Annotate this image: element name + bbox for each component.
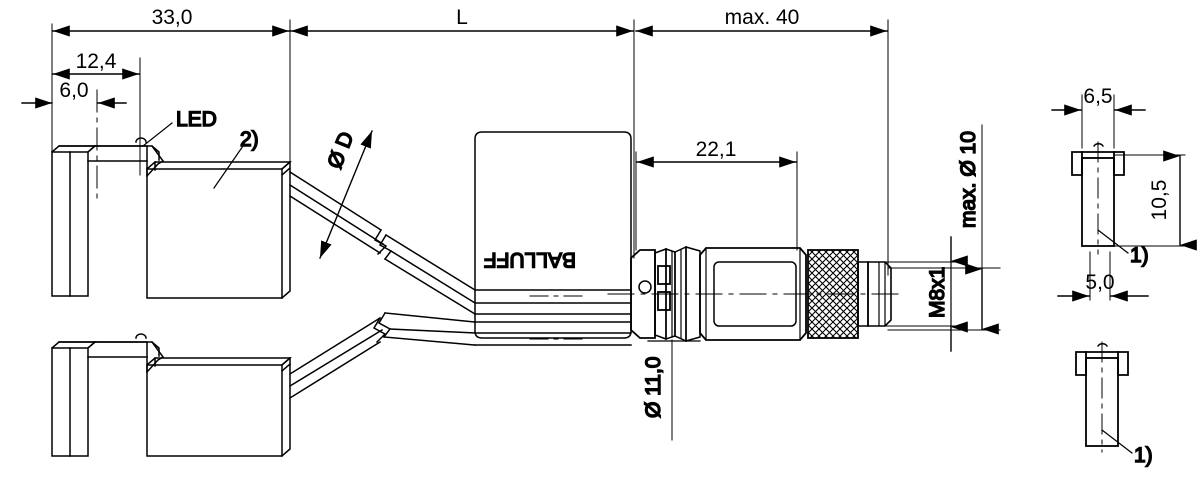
cable-lower-break-1 — [372, 316, 387, 344]
sensor-lower-top-chamfer — [145, 357, 292, 367]
dimension-group-left-detail — [21, 57, 141, 201]
sensor-lower-rear-block — [51, 347, 89, 457]
cable-lower-edge-top — [288, 316, 382, 376]
dimension-label-6-0: 6,0 — [59, 79, 88, 102]
callout-note1-bottom-label: 1) — [1134, 444, 1153, 467]
dimension-label-max-40: max. 40 — [725, 6, 800, 29]
side-view-top-tab-left — [1071, 151, 1083, 176]
m8-connector — [607, 245, 901, 343]
sensor-upper-rear-chamfer-line — [86, 144, 97, 154]
connector-housing — [699, 247, 807, 341]
dimension-label-12-4: 12,4 — [76, 50, 117, 73]
cable-upper-edge-mid — [288, 183, 385, 246]
dim-line-dia-D — [319, 130, 373, 259]
sensor-lower-lip — [280, 362, 292, 373]
connector-ring-4 — [685, 246, 701, 342]
side-view-bottom-tab-left — [1075, 351, 1087, 376]
led-bump-lower — [135, 333, 147, 339]
side-view-top — [1051, 94, 1197, 302]
sensor-upper-face-bevel-2 — [150, 144, 165, 163]
sensor-lower-main-body — [146, 364, 283, 457]
sensor-lower-rear-chamfer-line — [86, 340, 97, 350]
marking-block — [474, 131, 632, 346]
connector-boot — [630, 249, 656, 339]
cable-upper — [288, 170, 477, 316]
side-view-top-note1-leader — [1097, 229, 1129, 254]
led-leader-line — [142, 122, 173, 147]
cable-upper-edge-bot — [288, 194, 382, 255]
sensor-upper-main-body — [146, 168, 283, 299]
sensor-lower-face-bevel-2 — [150, 340, 165, 359]
connector-boot-hole — [638, 280, 652, 294]
dimension-label-m8x1: M8x1 — [926, 267, 949, 318]
cable-lower-seg2-mid — [389, 328, 476, 334]
side-view-bottom — [1075, 341, 1133, 454]
sensor-lower-blade-top — [94, 341, 160, 357]
dimension-label-dia-11: Ø 11,0 — [642, 357, 665, 418]
dimension-label-6-5: 6,5 — [1083, 85, 1112, 108]
cable-lower-edge-bot — [288, 340, 382, 400]
brand-label: BALLUFF — [484, 248, 576, 271]
led-bump — [135, 137, 147, 143]
sensor-upper-blade-top — [94, 145, 160, 161]
sensor-upper-corner-1 — [280, 160, 292, 171]
side-view-top-tab-right — [1113, 151, 1125, 176]
cable-upper-break-2 — [378, 233, 393, 261]
callout-note2-group — [213, 145, 244, 189]
callout-led-label: LED — [176, 108, 217, 131]
dimension-label-dia-max-10: max. Ø 10 — [957, 131, 980, 228]
marking-block-outline — [474, 131, 632, 339]
cable-lower-seg2-bot — [383, 336, 476, 346]
sensor-lower-face-bevel — [145, 355, 165, 374]
dimension-dia-max-10 — [887, 124, 1001, 335]
dimension-chain-top — [51, 19, 889, 276]
sensor-upper-top-chamfer — [145, 161, 292, 171]
side-view-bottom-tab-right — [1117, 351, 1129, 376]
callout-led-group — [142, 122, 173, 147]
note2-leader-line — [213, 145, 244, 189]
cable-upper-seg2-mid — [389, 249, 477, 305]
sensor-upper-face-bevel — [145, 159, 165, 178]
connector-slot-bottom — [657, 291, 671, 311]
dimension-label-33: 33,0 — [152, 6, 193, 29]
dimension-m8x1 — [865, 236, 968, 352]
sensor-upper-right-chamfer — [280, 161, 291, 300]
sensor-lower-corner-1 — [280, 356, 292, 367]
dimension-label-22-1: 22,1 — [696, 138, 737, 161]
dimension-label-10-5: 10,5 — [1148, 180, 1171, 221]
dimension-label-5-0: 5,0 — [1085, 271, 1114, 294]
sensor-lower-right-chamfer — [280, 357, 291, 458]
cable-upper-seg2-bot — [383, 257, 477, 316]
sensor-body-lower — [50, 333, 292, 458]
cable-lower — [288, 311, 476, 400]
callout-note1-top-label: 1) — [1130, 244, 1149, 267]
sensor-body-upper — [50, 137, 292, 300]
cable-lower-seg2-top — [384, 312, 476, 323]
dimension-dia-11 — [647, 339, 701, 441]
cable-lower-edge-mid — [288, 328, 384, 388]
connector-slot-top — [657, 265, 671, 285]
sensor-upper-rear-block — [51, 151, 89, 297]
dimension-dia-D — [319, 130, 373, 259]
dimension-label-L: L — [456, 6, 468, 29]
sensor-upper-lip — [280, 166, 292, 177]
callout-note2-label: 2) — [240, 128, 259, 151]
cable-upper-seg2-top — [384, 233, 477, 292]
dimension-label-dia-D: Ø D — [323, 129, 358, 172]
dimension-22-1 — [635, 151, 798, 251]
cable-lower-break-2 — [377, 311, 392, 339]
side-view-bottom-note1-leader — [1101, 429, 1133, 454]
